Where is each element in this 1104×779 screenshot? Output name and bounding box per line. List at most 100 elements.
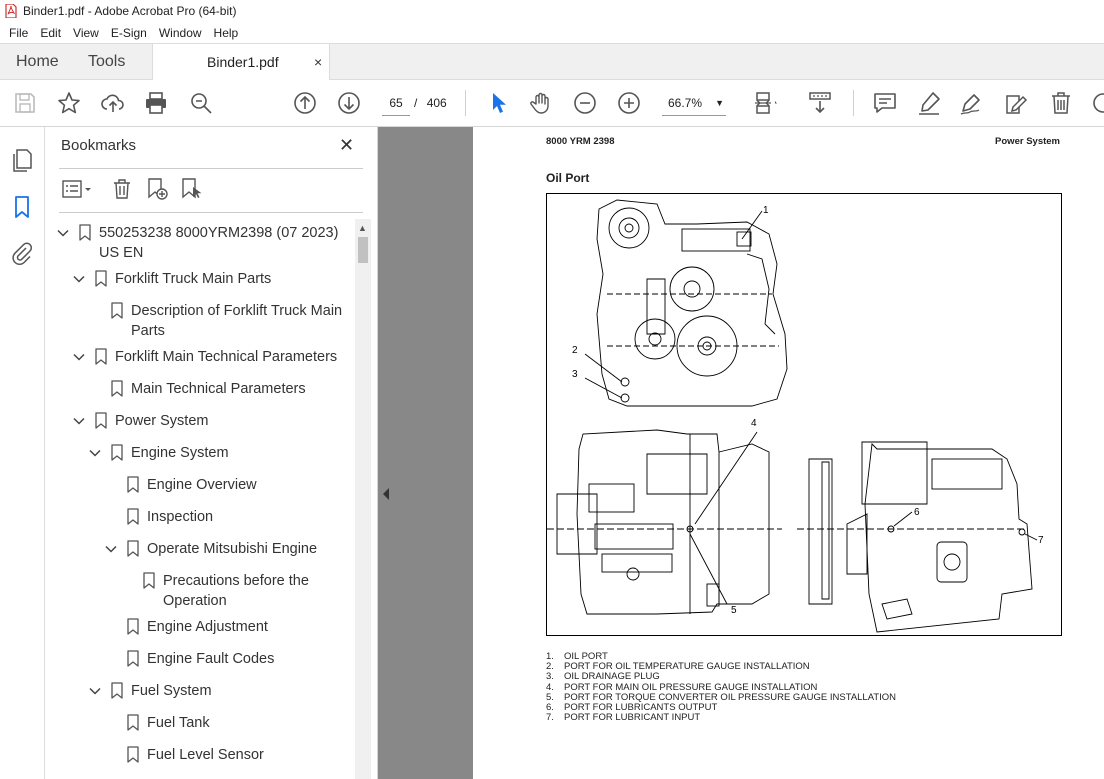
- bookmark-options-icon[interactable]: [61, 177, 93, 201]
- bookmark-item[interactable]: Engine Adjustment: [45, 617, 355, 645]
- highlight-pen-icon[interactable]: [916, 90, 942, 116]
- menu-esign[interactable]: E-Sign: [110, 25, 147, 40]
- tab-document[interactable]: Binder1.pdf ×: [152, 44, 330, 81]
- menu-window[interactable]: Window: [158, 25, 202, 40]
- scroll-mode-icon[interactable]: [807, 90, 833, 116]
- attachments-icon[interactable]: [9, 240, 35, 266]
- toolbar-separator: [853, 90, 854, 116]
- bookmark-label: Fuel Tank: [147, 715, 210, 731]
- legend-number: 2.: [546, 661, 554, 673]
- tab-home[interactable]: Home: [16, 53, 59, 70]
- new-bookmark-icon[interactable]: [145, 177, 169, 201]
- chevron-down-icon[interactable]: [105, 543, 117, 555]
- bookmark-icon: [127, 714, 139, 731]
- close-tab-icon[interactable]: ×: [314, 54, 323, 70]
- page-thumbnails-icon[interactable]: [9, 147, 35, 173]
- legend-number: 7.: [546, 712, 554, 724]
- legend-item: 4.PORT FOR MAIN OIL PRESSURE GAUGE INSTA…: [546, 681, 896, 693]
- bookmark-label: Description of Forklift Truck Main: [131, 303, 343, 319]
- page-number-input[interactable]: 65: [382, 90, 410, 116]
- bookmark-item[interactable]: Main Technical Parameters: [45, 379, 355, 407]
- menu-help[interactable]: Help: [213, 25, 239, 40]
- bookmark-from-selection-icon[interactable]: [179, 177, 203, 201]
- callout-2: 2: [572, 345, 578, 356]
- menu-edit[interactable]: Edit: [40, 25, 62, 40]
- bookmark-icon: [127, 508, 139, 525]
- chevron-down-icon[interactable]: [57, 227, 69, 239]
- scrollbar-thumb[interactable]: [358, 237, 368, 263]
- page-section-title: Oil Port: [546, 171, 590, 185]
- select-cursor-icon[interactable]: [485, 90, 511, 116]
- save-icon[interactable]: [12, 90, 38, 116]
- document-viewport[interactable]: 8000 YRM 2398 Power System Oil Port: [378, 127, 1104, 779]
- next-page-icon[interactable]: [336, 90, 362, 116]
- scroll-up-icon[interactable]: ▲: [358, 223, 367, 233]
- zoom-level-value: 66.7%: [668, 96, 703, 110]
- zoom-level-select[interactable]: 66.7% ▼: [662, 90, 726, 116]
- sign-pen-icon[interactable]: [958, 90, 984, 116]
- star-icon[interactable]: [56, 90, 82, 116]
- bookmark-item[interactable]: Forklift Truck Main Parts: [45, 269, 355, 297]
- bookmark-label: Main Technical Parameters: [131, 381, 306, 397]
- comment-icon[interactable]: [872, 90, 898, 116]
- edit-document-icon[interactable]: [1003, 90, 1029, 116]
- zoom-in-icon[interactable]: [616, 90, 642, 116]
- hand-tool-icon[interactable]: [528, 90, 554, 116]
- tab-tools[interactable]: Tools: [88, 53, 126, 70]
- bookmark-panel-icon[interactable]: [9, 194, 35, 220]
- total-pages: 406: [426, 96, 447, 110]
- page-fit-icon[interactable]: [752, 90, 778, 116]
- bookmark-item[interactable]: Fuel System: [45, 681, 355, 709]
- chevron-down-icon[interactable]: [89, 685, 101, 697]
- chevron-down-icon[interactable]: [89, 447, 101, 459]
- chevron-down-icon[interactable]: [73, 415, 85, 427]
- menu-bar: File Edit View E-Sign Window Help: [0, 22, 1104, 43]
- panel-divider: [59, 212, 363, 213]
- chevron-down-icon[interactable]: [73, 351, 85, 363]
- bookmark-item[interactable]: Fuel Level Sensor: [45, 745, 355, 773]
- previous-page-icon[interactable]: [292, 90, 318, 116]
- bookmark-scrollbar[interactable]: ▲: [355, 219, 371, 779]
- collapse-panel-icon[interactable]: [381, 487, 391, 501]
- delete-icon[interactable]: [1048, 90, 1074, 116]
- pdf-page: 8000 YRM 2398 Power System Oil Port: [473, 127, 1104, 779]
- legend-text: PORT FOR TORQUE CONVERTER OIL PRESSURE G…: [564, 691, 897, 703]
- bookmark-item[interactable]: Power System: [45, 411, 355, 439]
- print-icon[interactable]: [143, 90, 169, 116]
- more-tools-icon[interactable]: [1090, 90, 1104, 116]
- bookmark-item[interactable]: Engine Overview: [45, 475, 355, 503]
- bookmark-label: Operate Mitsubishi Engine: [147, 541, 318, 557]
- legend-text: OIL PORT: [564, 651, 608, 662]
- page-header-left: 8000 YRM 2398: [546, 136, 615, 147]
- bookmark-item[interactable]: 550253238 8000YRM2398 (07 2023)US EN: [45, 223, 355, 265]
- chevron-down-icon[interactable]: [73, 273, 85, 285]
- menu-view[interactable]: View: [73, 25, 99, 40]
- bookmarks-header: Bookmarks: [61, 137, 137, 154]
- bookmark-item[interactable]: Engine System: [45, 443, 355, 471]
- zoom-search-icon[interactable]: [188, 90, 214, 116]
- bookmark-icon: [95, 348, 107, 365]
- callout-7: 7: [1038, 535, 1044, 546]
- bookmark-item[interactable]: Operate Mitsubishi Engine: [45, 539, 355, 567]
- bookmark-item[interactable]: Engine Fault Codes: [45, 649, 355, 677]
- legend-item: 1.OIL PORT: [546, 651, 896, 662]
- bookmark-label: 550253238 8000YRM2398 (07 2023): [99, 225, 339, 241]
- bookmark-item[interactable]: Fuel Tank: [45, 713, 355, 741]
- zoom-out-icon[interactable]: [572, 90, 598, 116]
- bookmark-icon: [95, 412, 107, 429]
- bookmark-icon: [127, 476, 139, 493]
- title-bar: Binder1.pdf - Adobe Acrobat Pro (64-bit): [0, 0, 1104, 22]
- chevron-down-icon: ▼: [715, 98, 724, 108]
- menu-file[interactable]: File: [9, 25, 29, 40]
- bookmark-label: Fuel Level Sensor: [147, 747, 264, 763]
- delete-bookmark-icon[interactable]: [110, 177, 134, 201]
- legend-text: PORT FOR MAIN OIL PRESSURE GAUGE INSTALL…: [564, 681, 818, 693]
- bookmark-item[interactable]: Inspection: [45, 507, 355, 535]
- close-panel-icon[interactable]: ✕: [339, 135, 355, 155]
- bookmark-item[interactable]: Forklift Main Technical Parameters: [45, 347, 355, 375]
- upload-cloud-icon[interactable]: [100, 90, 126, 116]
- bookmark-label: Precautions before the: [163, 573, 309, 589]
- bookmark-label: Engine Fault Codes: [147, 651, 275, 667]
